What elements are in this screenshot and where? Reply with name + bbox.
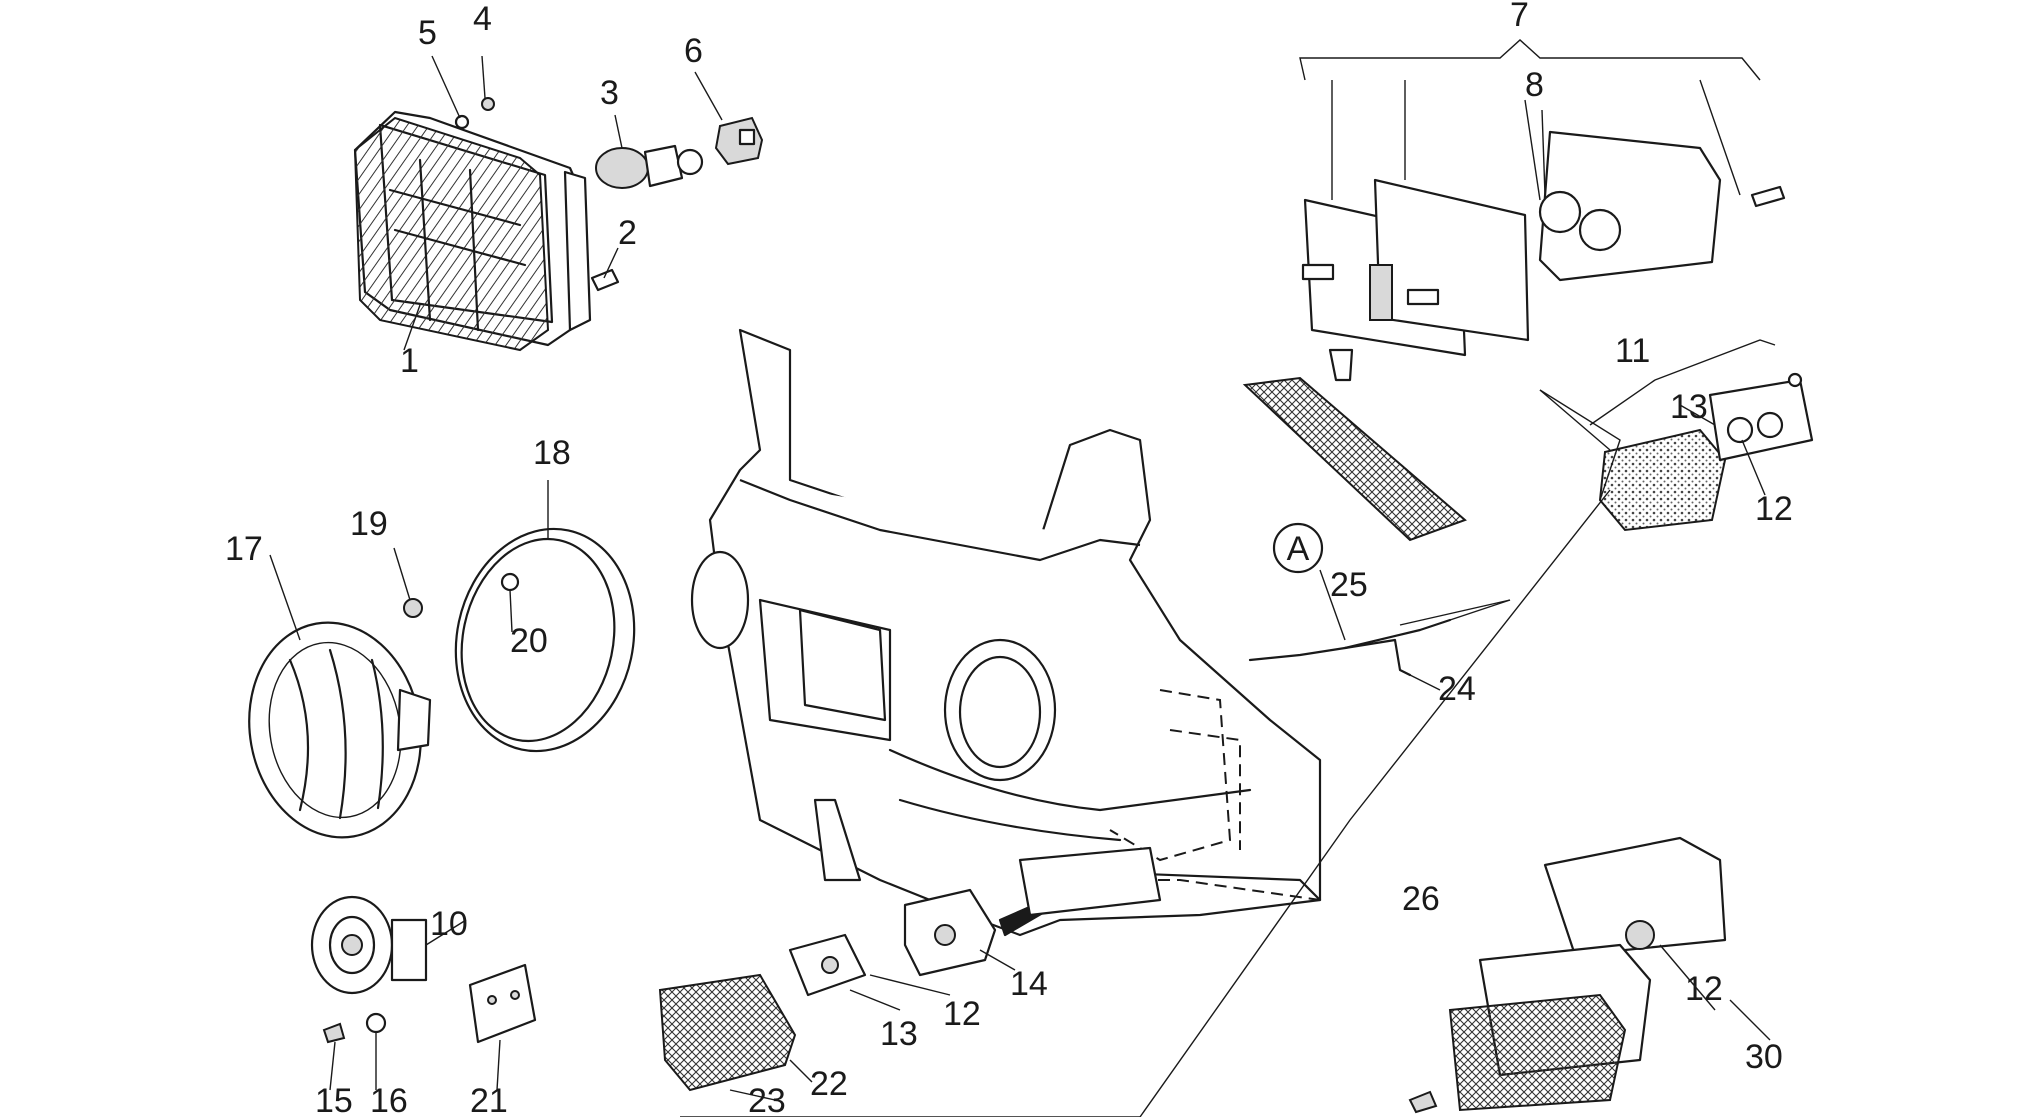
horn-bracket	[468, 963, 537, 1044]
horn-screw	[322, 1022, 346, 1044]
callout-12-parking: 12	[1685, 970, 1723, 1008]
callout-25: 25	[1330, 566, 1368, 604]
callout-8: 8	[1525, 66, 1544, 104]
horn-assembly	[310, 895, 428, 995]
rear-turn-signal	[1598, 372, 1814, 532]
callout-19: 19	[350, 505, 388, 543]
callout-labels: 1 2 3 4 5 6 7 8 10 11 13 12 17 18 19 20 …	[225, 0, 1793, 1117]
callout-30: 30	[1745, 1038, 1783, 1076]
callout-3: 3	[600, 74, 619, 112]
callout-5: 5	[418, 14, 437, 52]
headlight-trim-ring	[454, 527, 636, 753]
callout-10: 10	[430, 905, 468, 943]
turn-signal-gasket	[1018, 846, 1162, 917]
callout-17: 17	[225, 530, 263, 568]
callout-20: 20	[510, 622, 548, 660]
callout-2: 2	[618, 214, 637, 252]
horn-washer	[365, 1012, 387, 1034]
tail-light-assembly	[1301, 130, 1722, 357]
detail-marker-label: A	[1287, 530, 1310, 568]
callout-21: 21	[470, 1082, 508, 1117]
tail-light-bulb	[1538, 190, 1622, 252]
callout-18: 18	[533, 434, 571, 472]
headlight-bulb	[595, 144, 704, 189]
callout-23: 23	[748, 1082, 786, 1117]
callout-7: 7	[1510, 0, 1529, 34]
front-fairing	[690, 328, 1322, 937]
callout-12-front: 12	[943, 995, 981, 1033]
callout-24: 24	[1438, 670, 1476, 708]
callout-1: 1	[400, 342, 419, 380]
front-turn-signal-housing	[903, 888, 997, 977]
round-headlight	[248, 621, 432, 839]
rectangular-headlight-assembly	[353, 97, 592, 352]
callout-4: 4	[473, 0, 492, 38]
leader-lines	[269, 39, 1776, 1117]
parking-light-assembly	[1448, 836, 1727, 1112]
callout-22: 22	[810, 1065, 848, 1103]
callout-13-rear: 13	[1670, 388, 1708, 426]
callout-13-front: 13	[880, 1015, 918, 1053]
tail-light-screw	[1750, 185, 1786, 208]
detail-marker-a: A	[1272, 522, 1324, 574]
callout-12-rear: 12	[1755, 490, 1793, 528]
bulb-socket	[714, 116, 764, 166]
callout-6: 6	[684, 32, 703, 70]
turn-signal-lens	[658, 973, 797, 1092]
callout-14: 14	[1010, 965, 1048, 1003]
callout-11: 11	[1615, 332, 1650, 370]
wiring-harness	[1248, 618, 1452, 677]
callout-15: 15	[315, 1082, 353, 1117]
ring-screw	[403, 598, 423, 618]
callout-26: 26	[1402, 880, 1440, 918]
callout-16: 16	[370, 1082, 408, 1117]
turn-signal-bulb-holder	[788, 933, 867, 997]
headlight-screw	[590, 268, 620, 292]
license-plate-light	[1242, 348, 1467, 542]
parking-light-screw	[1408, 1090, 1438, 1114]
